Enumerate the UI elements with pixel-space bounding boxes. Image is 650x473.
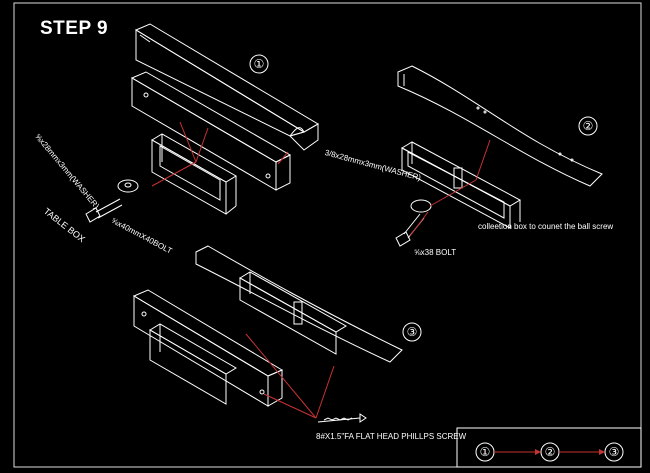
callout-2 <box>578 116 598 136</box>
part-2-rail <box>397 65 603 187</box>
part-1-top-rail <box>134 23 319 151</box>
bolt-left <box>85 198 123 223</box>
washer-left <box>117 179 139 193</box>
drawing-frame <box>13 2 642 468</box>
sequence-2: ② <box>545 445 556 459</box>
part-1-box-rail <box>130 71 292 191</box>
callout-1-label: ① <box>254 57 265 71</box>
callout-3 <box>402 322 422 342</box>
callout-3-label: ③ <box>407 325 418 339</box>
screw-label: 8#X1.5"FA FLAT HEAD PHILLPS SCREW <box>316 432 467 441</box>
part-3-box <box>132 289 284 407</box>
page-title: STEP 9 <box>40 18 109 39</box>
part-2-collection-box <box>400 141 522 229</box>
leader-lines <box>151 121 602 453</box>
callout-1 <box>249 54 269 74</box>
part-1-u-bracket <box>151 133 237 215</box>
part-3-rail <box>195 245 403 363</box>
bolt-right-label: ⅝x38 BOLT <box>414 248 457 257</box>
callout-2-label: ② <box>583 119 594 133</box>
washer-right <box>410 199 432 213</box>
sequence-3: ③ <box>609 445 620 459</box>
collection-box-label: colleetion box to counet the ball screw <box>478 222 614 231</box>
bolt-right <box>395 213 425 247</box>
sequence-1: ① <box>480 445 491 459</box>
wood-screw <box>317 413 367 423</box>
sequence-box <box>456 427 642 468</box>
